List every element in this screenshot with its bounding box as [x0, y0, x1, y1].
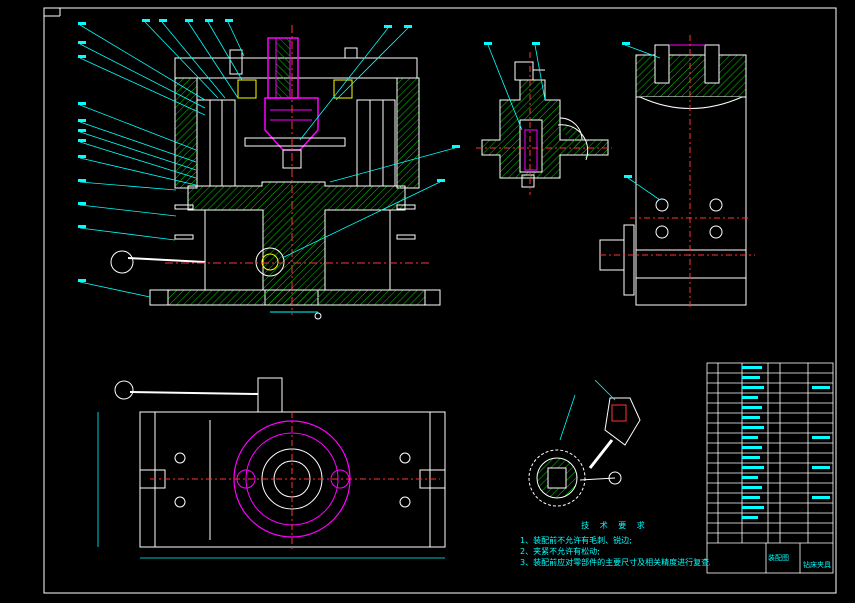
title-block-drawing-name: 钻床夹具 — [803, 561, 831, 569]
leader-lines-left — [79, 21, 456, 298]
requirement-line-2: 2、夹紧不允许有松动; — [520, 547, 600, 556]
sheet-border — [43, 7, 837, 594]
technical-requirements: 技 术 要 求 1、装配前不允许有毛刺、锐边; 2、夹紧不允许有松动; 3、装配… — [520, 520, 710, 568]
top-view — [97, 377, 446, 559]
front-section-view — [110, 25, 441, 320]
title-block — [706, 362, 834, 574]
bom-entries — [742, 366, 830, 519]
side-view — [599, 35, 755, 310]
ratchet-detail — [528, 379, 641, 507]
detail-section-view — [476, 42, 612, 195]
title-block-school: 装配图 — [768, 554, 789, 562]
technical-requirements-title: 技 术 要 求 — [581, 521, 649, 530]
requirement-line-1: 1、装配前不允许有毛刺、锐边; — [520, 536, 632, 545]
requirement-line-3: 3、装配前应对零部件的主要尺寸及相关精度进行复查。 — [520, 558, 710, 567]
leader-labels-left — [78, 19, 460, 282]
